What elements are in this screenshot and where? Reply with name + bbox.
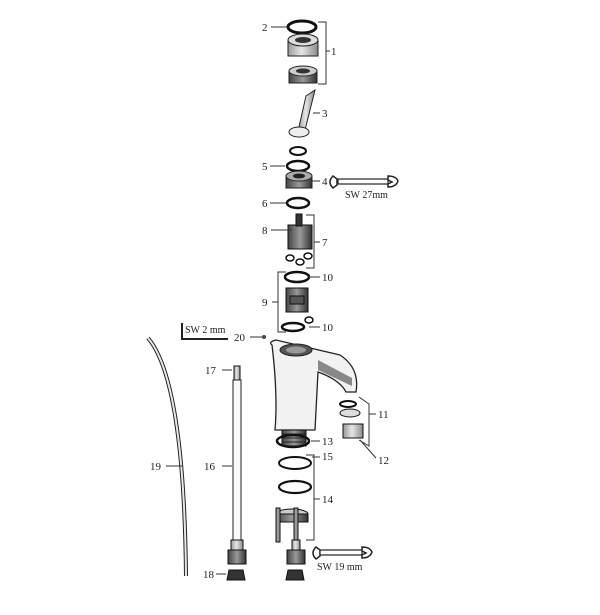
part-16-hose [227,365,247,565]
faucet-body [270,339,358,447]
callout-6: 6 [262,198,268,210]
part-18-filter [226,569,305,581]
part-4-bonnet-nut [285,170,313,189]
callout-5: 5 [262,161,268,173]
callout-2: 2 [262,22,268,34]
part-13-gasket [275,433,311,449]
callout-13: 13 [322,436,334,448]
callout-19: 19 [150,461,162,473]
callout-16: 16 [204,461,216,473]
part-2-o-ring [286,19,318,35]
callout-15: 15 [322,451,334,463]
part-9-diverter-assembly [280,270,314,333]
wrench-sw19-label: SW 19 mm [317,562,363,573]
callout-11: 11 [378,409,389,421]
callout-18: 18 [203,569,215,581]
wrench-sw27-label: SW 27mm [345,190,388,201]
callout-4: 4 [322,176,328,188]
part-19-flex-rod [146,336,188,577]
callout-10-top: 10 [322,272,334,284]
callout-12: 12 [378,455,389,467]
callout-14: 14 [322,494,334,506]
callout-8: 8 [262,225,268,237]
hex-key-label: SW 2 mm [185,325,226,336]
part-11-aerator [339,400,364,439]
callout-1: 1 [331,46,337,58]
part-7-cartridge [285,213,313,266]
hose-connector [286,539,306,565]
callout-17: 17 [205,365,217,377]
part-1-cap-assembly [287,33,319,84]
part-14-mounting-set [275,479,313,543]
part-20-grub-screw [262,335,266,339]
part-3-lever [288,88,316,138]
part-6-o-ring [285,196,311,210]
wrench-sw19-icon [312,546,373,560]
part-15-washer [278,456,312,470]
part-5-ring [285,146,311,173]
callout-9: 9 [262,297,268,309]
callout-10-bottom: 10 [322,322,334,334]
callout-7: 7 [322,237,328,249]
wrench-sw27-icon [329,175,399,189]
callout-3: 3 [322,108,328,120]
callout-20: 20 [234,332,246,344]
hex-key-icon [181,323,228,340]
